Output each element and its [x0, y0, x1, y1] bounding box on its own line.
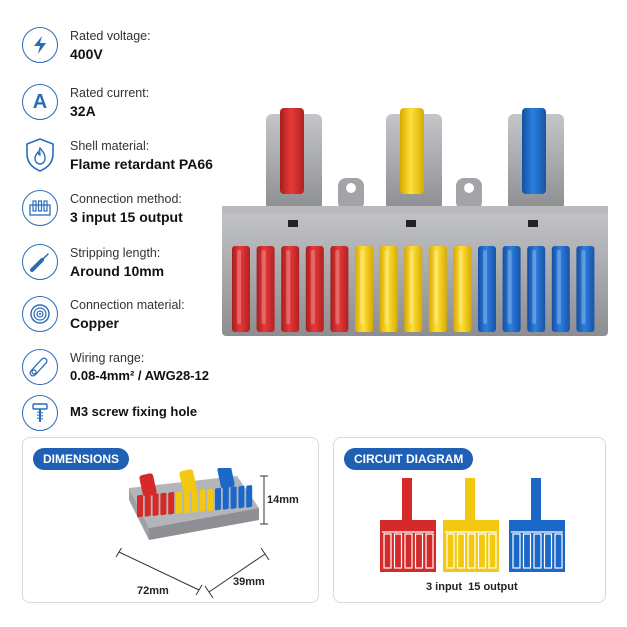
spec-label: Connection material:: [70, 298, 185, 312]
mounting-tab: [338, 178, 364, 210]
length-dimension-line: [115, 548, 203, 596]
output-lever: [137, 494, 143, 518]
input-housing-blue: [508, 108, 564, 210]
output-lever: [355, 246, 373, 332]
connector-product-image: [222, 108, 608, 336]
spec-wiring-range: Wiring range: 0.08-4mm² / AWG28-12: [22, 349, 252, 389]
output-lever: [428, 246, 447, 332]
spec-rated-current: A Rated current: 32A: [22, 84, 252, 124]
output-lever: [207, 488, 214, 512]
flame-shield-icon: [22, 137, 58, 173]
wire-range-icon: [22, 349, 58, 385]
output-lever: [199, 489, 206, 512]
spec-shell-material: Shell material: Flame retardant PA66: [22, 137, 252, 177]
spec-value: Flame retardant PA66: [70, 156, 213, 172]
dimensions-title: DIMENSIONS: [33, 448, 130, 470]
length-label: 72mm: [137, 585, 169, 597]
screw-icon: [22, 395, 58, 431]
output-lever: [168, 492, 175, 515]
spec-screw-hole: M3 screw fixing hole: [22, 395, 252, 435]
spec-label: Rated voltage:: [70, 29, 151, 43]
output-lever: [176, 491, 182, 514]
output-lever: [305, 246, 324, 332]
circuit-diagram-panel: CIRCUIT DIAGRAM 3 input 15 output: [333, 437, 606, 603]
circuit-group: [509, 478, 565, 572]
output-lever: [160, 492, 167, 516]
output-lever: [191, 489, 198, 513]
output-lever: [527, 246, 546, 332]
output-lever: [144, 494, 151, 517]
output-lever: [478, 246, 496, 332]
output-lever: [230, 486, 237, 509]
spec-label: Rated current:: [70, 86, 150, 100]
spec-value: 400V: [70, 46, 103, 62]
lightning-icon: [22, 27, 58, 63]
height-label: 14mm: [267, 494, 299, 506]
spec-value: Around 10mm: [70, 263, 165, 279]
dimensions-product-image: [129, 468, 259, 540]
output-lever: [246, 485, 253, 508]
spec-connection-method: Connection method: 3 input 15 output: [22, 190, 252, 230]
spec-value: Copper: [70, 315, 119, 331]
spec-label: Stripping length:: [70, 246, 161, 260]
circuit-group: [380, 478, 436, 572]
input-housing-yellow: [386, 108, 442, 210]
spec-stripping-length: Stripping length: Around 10mm: [22, 244, 252, 284]
spec-rated-voltage: Rated voltage: 400V: [22, 27, 252, 67]
output-lever: [453, 246, 472, 332]
wire-strip-icon: [22, 244, 58, 280]
input-housing-red: [266, 108, 322, 210]
output-lever: [502, 246, 521, 332]
output-lever: [152, 493, 159, 516]
connector-icon: [22, 190, 58, 226]
mounting-tab: [456, 178, 482, 210]
output-lever: [576, 246, 595, 332]
width-dimension-line: [204, 548, 270, 598]
width-label: 39mm: [233, 576, 265, 588]
dimensions-panel: DIMENSIONS 14mm 72mm 39mm: [22, 437, 319, 603]
spec-label: Wiring range:: [70, 351, 145, 365]
output-lever: [238, 485, 245, 509]
circuit-diagram-title: CIRCUIT DIAGRAM: [344, 448, 474, 470]
spec-value: 32A: [70, 103, 96, 119]
spec-value: 3 input 15 output: [70, 209, 183, 225]
output-lever: [256, 246, 275, 332]
output-lever: [215, 487, 221, 511]
copper-coil-icon: [22, 296, 58, 332]
output-lever: [222, 487, 229, 510]
output-lever: [404, 246, 423, 332]
spec-label: Connection method:: [70, 192, 182, 206]
output-lever: [232, 246, 250, 332]
spec-label: Shell material:: [70, 139, 150, 153]
circuit-group: [443, 478, 499, 572]
height-dimension-line: [260, 475, 268, 525]
circuit-caption: 3 input 15 output: [426, 581, 518, 593]
circuit-diagram: [380, 478, 565, 572]
output-lever: [183, 490, 190, 514]
spec-value: 0.08-4mm² / AWG28-12: [70, 368, 209, 383]
output-lever: [330, 246, 349, 332]
spec-connection-material: Connection material: Copper: [22, 296, 252, 336]
output-lever: [281, 246, 300, 332]
output-lever: [379, 246, 398, 332]
spec-value: M3 screw fixing hole: [70, 404, 198, 419]
output-lever: [551, 246, 570, 332]
letter-a-icon: A: [22, 84, 58, 120]
